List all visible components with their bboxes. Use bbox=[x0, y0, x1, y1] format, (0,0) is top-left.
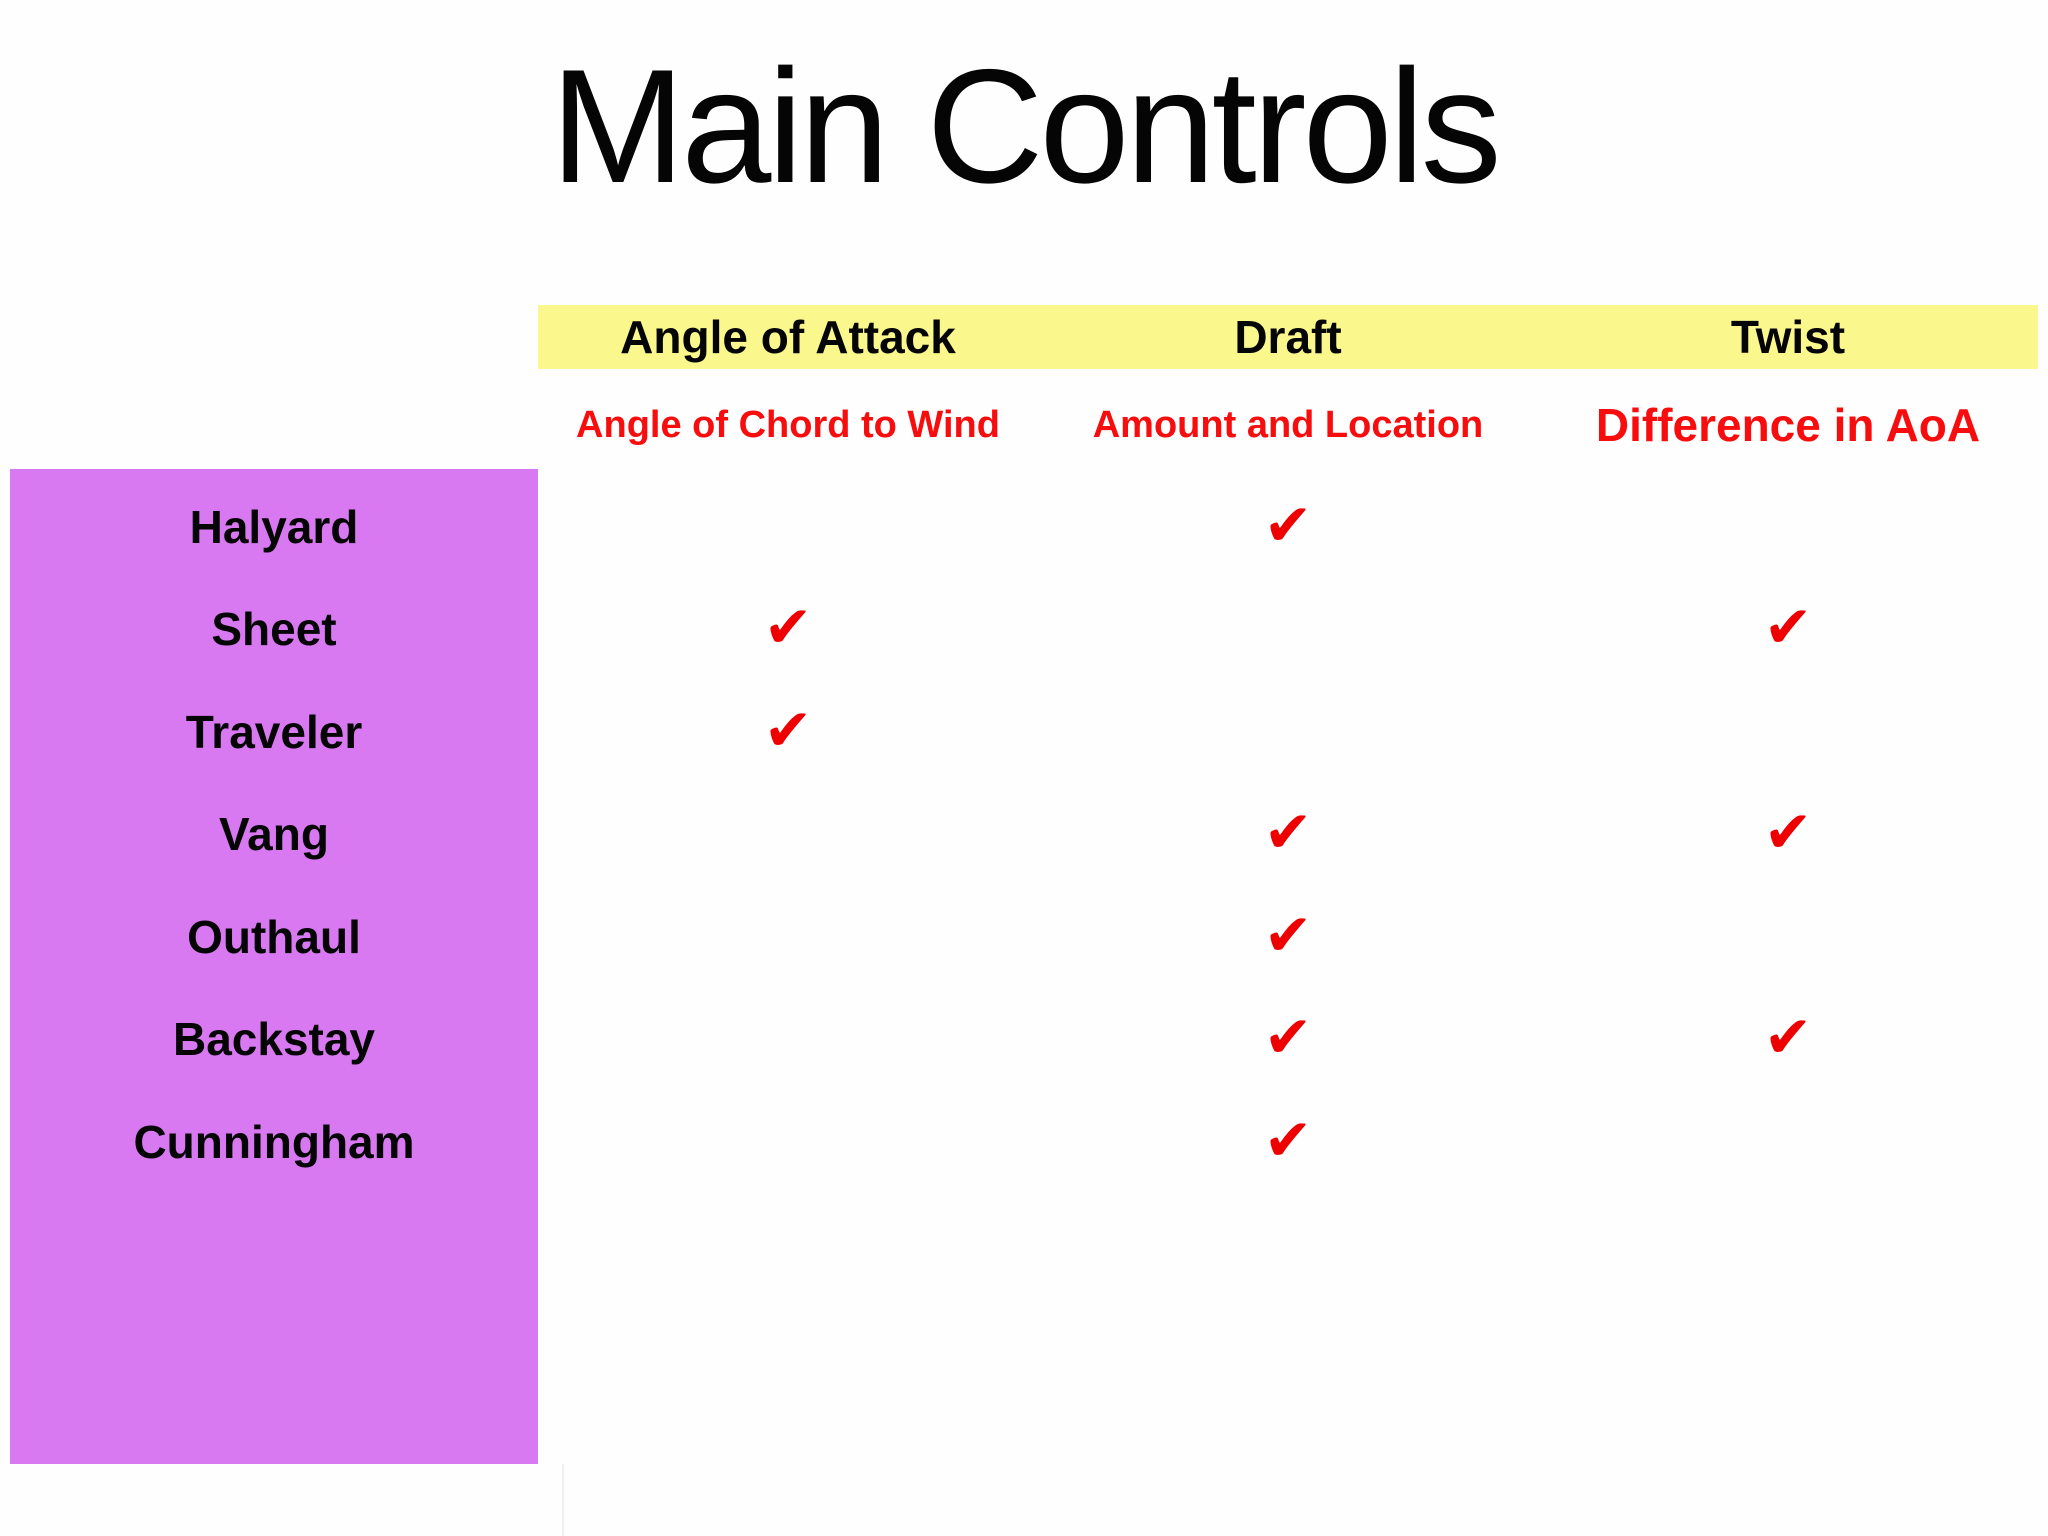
faint-divider-line bbox=[562, 1464, 564, 1536]
row-label-traveler: Traveler bbox=[185, 706, 363, 758]
column-subtitle-row: Angle of Chord to Wind Amount and Locati… bbox=[538, 398, 2038, 452]
check-cunningham-draft: ✔ bbox=[1263, 1106, 1313, 1174]
check-outhaul-draft: ✔ bbox=[1263, 901, 1313, 969]
check-backstay-twist: ✔ bbox=[1763, 1003, 1813, 1071]
row-label-cunningham: Cunningham bbox=[133, 1116, 415, 1168]
row-label-outhaul: Outhaul bbox=[187, 911, 361, 963]
check-vang-draft: ✔ bbox=[1263, 798, 1313, 866]
row-labels-panel bbox=[10, 469, 538, 1464]
column-header-bar: Angle of Attack Draft Twist bbox=[538, 305, 2038, 369]
check-sheet-twist: ✔ bbox=[1763, 593, 1813, 661]
column-subtitle-draft: Amount and Location bbox=[1092, 404, 1484, 446]
check-halyard-draft: ✔ bbox=[1263, 491, 1313, 559]
column-subtitle-angle-of-attack: Angle of Chord to Wind bbox=[576, 404, 1000, 446]
check-traveler-angle-of-attack: ✔ bbox=[763, 696, 813, 764]
column-header-angle-of-attack: Angle of Attack bbox=[620, 311, 956, 363]
column-subtitle-twist: Difference in AoA bbox=[1595, 399, 1981, 451]
row-label-halyard: Halyard bbox=[189, 501, 359, 553]
row-label-backstay: Backstay bbox=[172, 1013, 376, 1065]
check-sheet-angle-of-attack: ✔ bbox=[763, 593, 813, 661]
row-label-vang: Vang bbox=[219, 808, 329, 860]
column-header-draft: Draft bbox=[1234, 311, 1342, 363]
row-label-sheet: Sheet bbox=[211, 603, 337, 655]
check-backstay-draft: ✔ bbox=[1263, 1003, 1313, 1071]
page-title: Main Controls bbox=[550, 36, 1501, 217]
check-vang-twist: ✔ bbox=[1763, 798, 1813, 866]
column-header-twist: Twist bbox=[1730, 311, 1846, 363]
